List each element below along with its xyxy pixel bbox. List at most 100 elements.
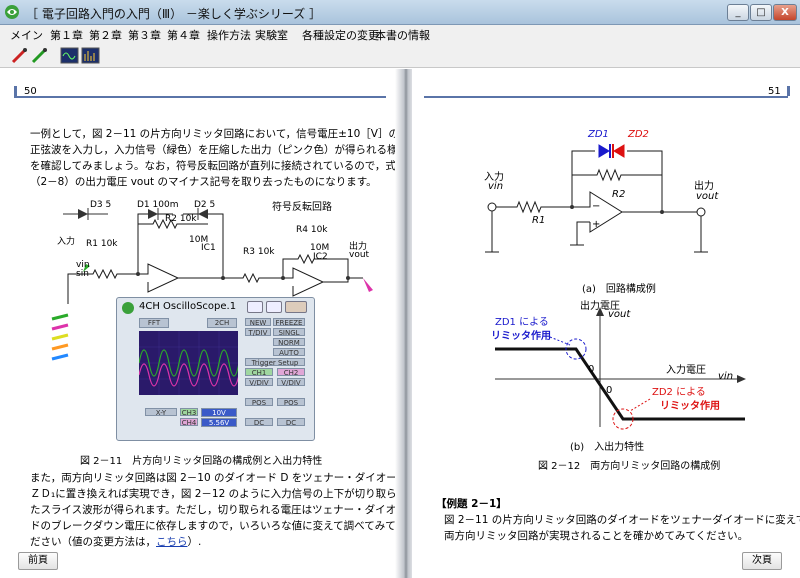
menu-chapter1[interactable]: 第１章 <box>50 29 83 42</box>
fig-a-caption: (a) 回路構成例 <box>582 284 656 295</box>
label-r2: R2 <box>612 189 626 200</box>
label-d2: D2 5 <box>194 200 216 210</box>
label-input: 入力 <box>57 237 76 247</box>
label-minus: − <box>592 201 601 212</box>
settings-help-link[interactable]: こちら <box>156 536 188 548</box>
app-icon <box>5 5 19 19</box>
label-ic1: IC1 <box>201 243 216 253</box>
label-zd2: ZD2 <box>628 129 649 140</box>
label-output: 出力 <box>694 181 714 192</box>
channel-select[interactable]: 2CH <box>207 318 237 328</box>
scope-title: 4CH OscilloScope.1 <box>139 301 237 312</box>
label-r1: R1 <box>532 215 546 226</box>
label-inverter: 符号反転回路 <box>272 202 332 213</box>
label-ic2-10m: 10M <box>310 243 330 253</box>
minimize-button[interactable]: _ <box>727 4 749 21</box>
label-d1: D1 100m <box>137 200 179 210</box>
menu-chapter2[interactable]: 第２章 <box>89 29 122 42</box>
spectrum-icon[interactable] <box>81 46 100 65</box>
transfer-characteristic-graph <box>495 307 746 430</box>
menu-chapter3[interactable]: 第３章 <box>128 29 161 42</box>
label-vin: vin <box>76 260 90 270</box>
menu-chapter4[interactable]: 第４章 <box>167 29 200 42</box>
window-title: ［ 電子回路入門の入門（Ⅲ） －楽しく学ぶシリーズ ］ <box>26 7 322 21</box>
scope-app-icon <box>122 302 134 314</box>
dc-ch1-button[interactable]: DC <box>245 418 273 427</box>
oscilloscope-window[interactable]: 4CH OscilloScope.1 FFT 2CH NEW FREEZE T/… <box>116 297 315 441</box>
label-sin: sin <box>76 269 89 279</box>
menu-settings[interactable]: 各種設定の変更 <box>302 29 379 42</box>
ch1-button[interactable]: CH1 <box>245 368 273 377</box>
label-input: 入力 <box>484 172 504 183</box>
oscilloscope-icon[interactable] <box>60 46 79 65</box>
close-button[interactable]: X <box>773 4 797 21</box>
page-marker-icon <box>14 86 17 96</box>
norm-button[interactable]: NORM <box>273 338 305 347</box>
fft-button[interactable]: FFT <box>139 318 169 328</box>
text-span: ）. <box>187 536 202 548</box>
text-line: たスライス波形が得られます。ただし，切り取られる電圧はツェナー・ダイオー <box>30 504 407 516</box>
label-origin-2: 0 <box>606 385 613 396</box>
ch3-button[interactable]: CH3 <box>180 408 198 417</box>
text-line: ドのブレークダウン電圧に依存しますので，いろいろな値に変えて調べてみてく <box>30 520 406 532</box>
xy-button[interactable]: X-Y <box>145 408 177 417</box>
new-button[interactable]: NEW <box>245 318 271 327</box>
pos-ch2-button[interactable]: POS <box>277 398 305 407</box>
label-zd1-effect: リミッタ作用 <box>491 331 551 342</box>
menu-main[interactable]: メイン <box>10 29 43 42</box>
vdiv-ch1-button[interactable]: V/DIV <box>245 378 273 387</box>
tdiv-button[interactable]: T/DIV <box>245 328 271 337</box>
paragraph-1: 一例として，図 2－11 の片方向リミッタ回路において，信号電圧±10［V］の … <box>30 126 408 190</box>
label-zd1-note: ZD1 による <box>495 317 549 328</box>
text-line: 一例として，図 2－11 の片方向リミッタ回路において，信号電圧±10［V］の <box>30 128 399 140</box>
text-span: ださい（値の変更方法は， <box>30 536 156 548</box>
page-marker-icon <box>787 86 790 96</box>
freeze-button[interactable]: FREEZE <box>273 318 305 327</box>
page-header-rule <box>424 84 788 98</box>
probe-stack-icon[interactable] <box>50 313 72 373</box>
text-line: 図 2－11 の片方向リミッタ回路のダイオードをツェナーダイオードに変えて， <box>444 514 800 526</box>
probe-red-icon[interactable] <box>10 46 29 65</box>
right-page: 51 ZD1 ZD2 入力 vin <box>412 69 800 578</box>
scope-minimize-button[interactable] <box>247 301 263 313</box>
label-vout: vout <box>349 250 370 260</box>
left-page: 50 一例として，図 2－11 の片方向リミッタ回路において，信号電圧±10［V… <box>0 69 408 578</box>
vdiv-ch2-button[interactable]: V/DIV <box>277 378 305 387</box>
maximize-button[interactable]: □ <box>750 4 772 21</box>
next-page-button[interactable]: 次頁 <box>742 552 782 570</box>
text-line: ＺＤ₁に置き換えれば実現でき，図 2－12 のように入力信号の上下が切り取られ <box>30 488 408 500</box>
scope-waveform <box>138 331 240 395</box>
book-spine <box>395 69 417 578</box>
trigger-setup-button[interactable]: Trigger Setup <box>245 358 305 367</box>
menu-operation[interactable]: 操作方法 <box>207 29 251 42</box>
menu-lab[interactable]: 実験室 <box>255 29 288 42</box>
pos-ch1-button[interactable]: POS <box>245 398 273 407</box>
label-ylabel: 出力電圧 <box>580 301 620 312</box>
menu-book-info[interactable]: 本書の情報 <box>375 29 430 42</box>
book-view: 50 一例として，図 2－11 の片方向リミッタ回路において，信号電圧±10［V… <box>0 69 800 578</box>
ch4-button[interactable]: CH4 <box>180 418 198 427</box>
probe-green-icon[interactable] <box>30 46 49 65</box>
label-ic2: IC2 <box>313 252 328 262</box>
page-number-right: 51 <box>768 86 781 97</box>
single-button[interactable]: SINGL <box>273 328 305 337</box>
text-line: ださい（値の変更方法は，こちら）. <box>30 534 407 550</box>
auto-button[interactable]: AUTO <box>273 348 305 357</box>
figure-2-12-caption: 図 2－12 両方向リミッタ回路の構成例 <box>538 461 721 472</box>
voltage-setting[interactable]: 10V <box>201 408 237 417</box>
ch2-button[interactable]: CH2 <box>277 368 305 377</box>
example-text: 図 2－11 の片方向リミッタ回路のダイオードをツェナーダイオードに変えて， 両… <box>444 512 800 544</box>
label-xlabel: 入力電圧 <box>666 365 706 376</box>
page-number-left: 50 <box>24 86 37 97</box>
scope-close-button[interactable] <box>285 301 307 313</box>
label-xvar: vin <box>718 371 734 382</box>
label-zd2-note: ZD2 による <box>652 387 706 398</box>
prev-page-button[interactable]: 前頁 <box>18 552 58 570</box>
label-yvar: vout <box>608 309 631 320</box>
dc-ch2-button[interactable]: DC <box>277 418 305 427</box>
scope-maximize-button[interactable] <box>266 301 282 313</box>
label-vout: vout <box>696 191 719 202</box>
text-line: 両方向リミッタ回路が実現されることを確かめてみてください。 <box>444 530 749 542</box>
menu-bar: メイン 第１章 第２章 第３章 第４章 操作方法 実験室 各種設定の変更 本書の… <box>0 25 800 43</box>
voltage-reading: 5.56V <box>201 418 237 427</box>
